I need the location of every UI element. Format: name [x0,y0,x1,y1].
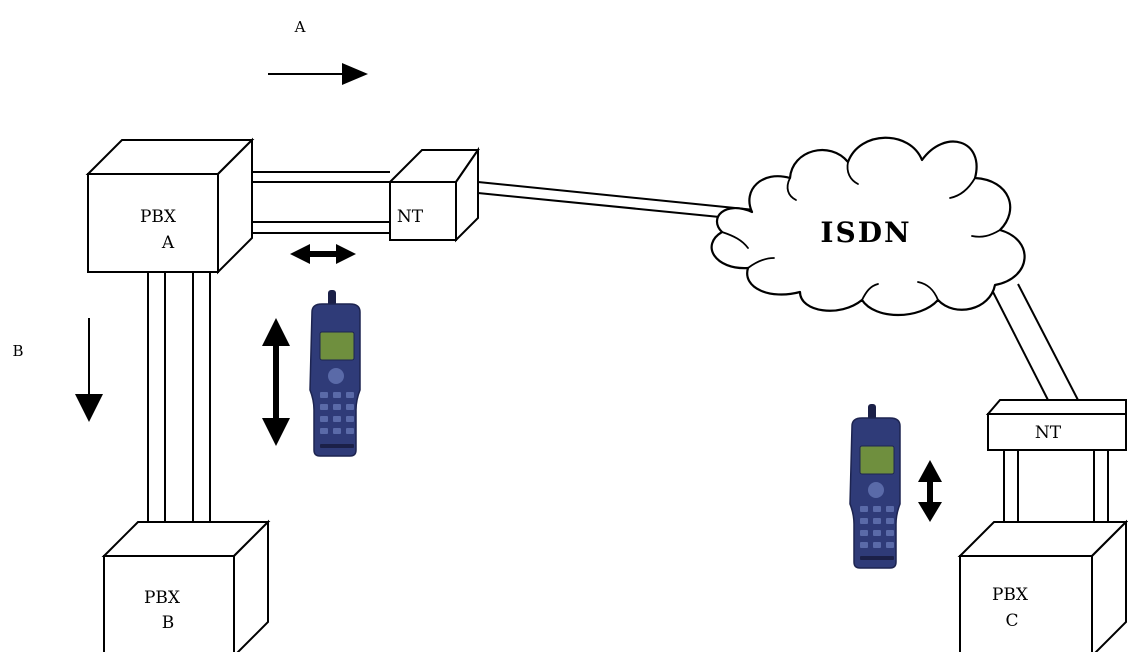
handheld-tester-icon [849,404,901,569]
double-arrow-icon [290,244,356,264]
pbx-c-box: PBX C [957,519,1128,652]
pbx-b-box: PBX B [101,519,271,652]
nt-right-box: NT [985,399,1127,451]
pbx-b-label-line1: PBX [144,588,181,608]
pbx-a-box: PBX A [85,137,255,275]
nt-top-box: NT [387,146,480,243]
cable-pbx-a-to-nt [252,171,390,234]
double-arrow-icon [918,460,942,522]
cable-pbx-a-to-pbx-b [147,272,211,522]
direction-b-label: B [12,342,23,360]
direction-b-arrow: B [12,318,103,422]
isdn-cloud: ISDN [710,136,1026,317]
nt-top-label: NT [397,207,424,227]
handheld-tester-icon [309,290,361,457]
direction-a-arrow: A [268,18,368,85]
cable-nt-to-isdn [477,181,756,221]
pbx-a-label-line2: A [161,233,175,253]
nt-right-label: NT [1035,423,1062,443]
pbx-a-label-line1: PBX [140,207,177,227]
pbx-c-label-line2: C [1005,611,1018,631]
direction-a-label: A [294,18,306,36]
isdn-label: ISDN [820,216,911,249]
pbx-b-label-line2: B [162,613,175,633]
pbx-c-label-line1: PBX [992,585,1029,605]
double-arrow-icon [262,318,290,446]
cable-isdn-to-nt-right [991,283,1079,401]
